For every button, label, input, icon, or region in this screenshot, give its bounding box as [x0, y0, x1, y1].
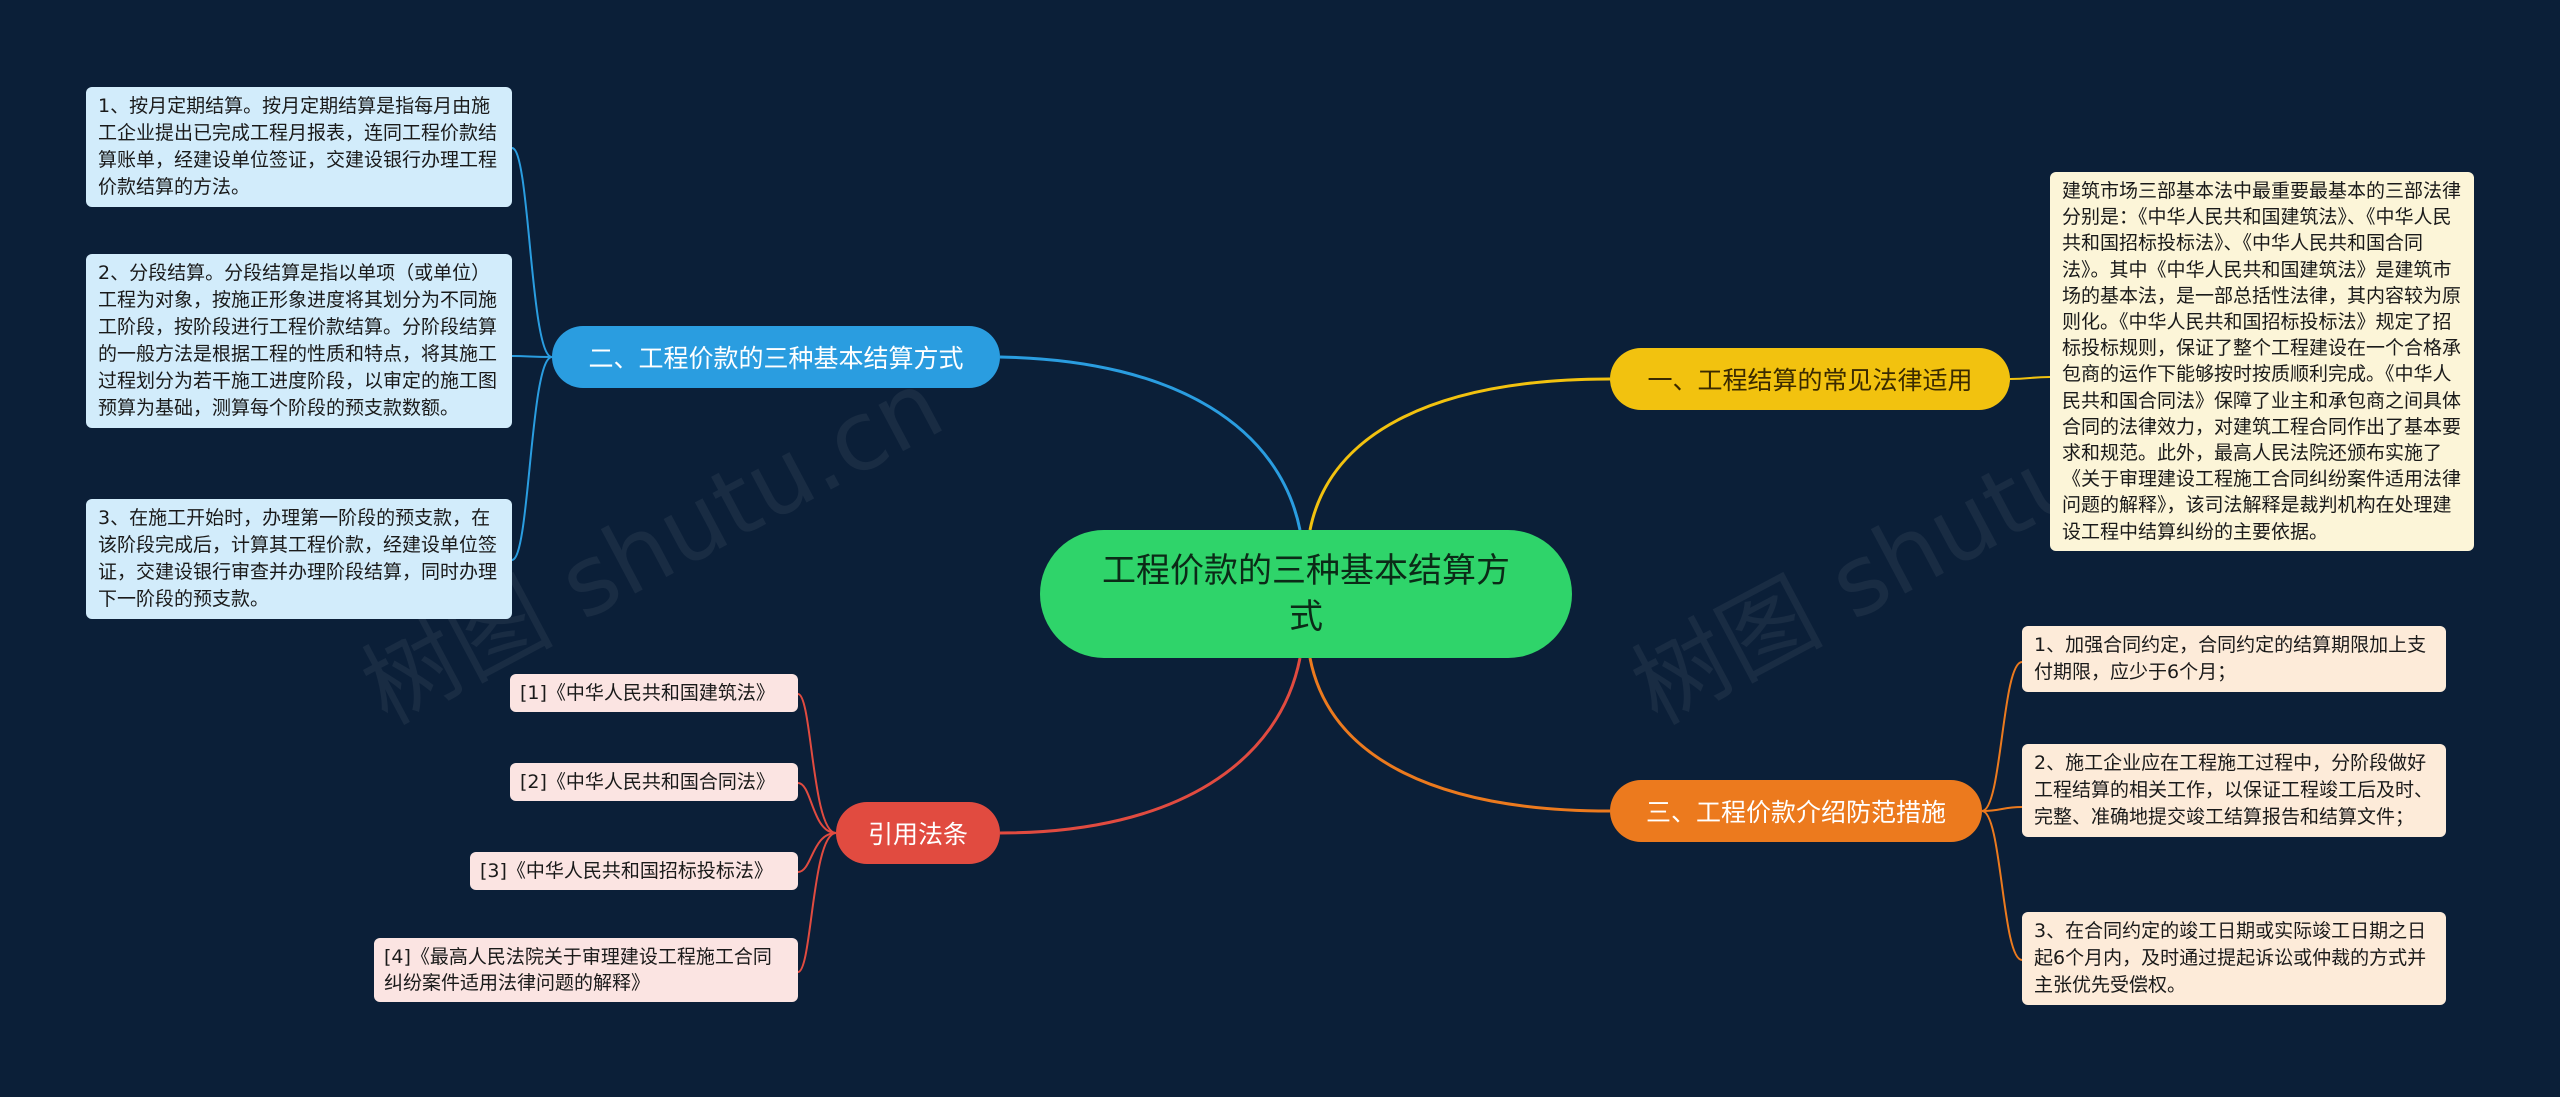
edge-root-citations: [999, 657, 1302, 835]
citation-item-1[interactable]: [1]《中华人民共和国建筑法》: [510, 674, 798, 712]
citation-item-3[interactable]: [3]《中华人民共和国招标投标法》: [470, 852, 798, 890]
edge-methods-3: [511, 356, 553, 561]
edge-citation-2: [797, 782, 837, 834]
citation-item-2[interactable]: [2]《中华人民共和国合同法》: [510, 763, 798, 801]
edge-prevention-3: [1981, 810, 2023, 961]
edge-root-prevention: [1308, 657, 1611, 813]
branch-settlement-methods[interactable]: 二、工程价款的三种基本结算方式: [552, 326, 1000, 388]
prevention-item-3[interactable]: 3、在合同约定的竣工日期或实际竣工日期之日起6个月内，及时通过提起诉讼或仲裁的方…: [2022, 912, 2446, 1005]
method-item-3[interactable]: 3、在施工开始时，办理第一阶段的预支款，在该阶段完成后，计算其工程价款，经建设单…: [86, 499, 512, 619]
citation-item-4[interactable]: [4]《最高人民法院关于审理建设工程施工合同纠纷案件适用法律问题的解释》: [374, 938, 798, 1002]
prevention-item-2[interactable]: 2、施工企业应在工程施工过程中，分阶段做好工程结算的相关工作，以保证工程竣工后及…: [2022, 744, 2446, 837]
method-item-1[interactable]: 1、按月定期结算。按月定期结算是指每月由施工企业提出已完成工程月报表，连同工程价…: [86, 87, 512, 207]
edge-root-laws: [1308, 377, 1611, 531]
edge-citation-3: [797, 832, 837, 873]
edge-root-methods: [999, 355, 1302, 531]
root-node[interactable]: 工程价款的三种基本结算方式: [1040, 530, 1572, 658]
edge-prevention-2: [1981, 806, 2023, 812]
branch-legal-application[interactable]: 一、工程结算的常见法律适用: [1610, 348, 2010, 410]
method-item-2[interactable]: 2、分段结算。分段结算是指以单项（或单位）工程为对象，按施正形象进度将其划分为不…: [86, 254, 512, 428]
edge-laws-1: [2009, 376, 2051, 380]
edge-prevention-1: [1981, 661, 2023, 812]
prevention-item-1[interactable]: 1、加强合同约定，合同约定的结算期限加上支付期限，应少于6个月；: [2022, 626, 2446, 692]
branch-prevention-measures[interactable]: 三、工程价款介绍防范措施: [1610, 780, 1982, 842]
edge-methods-2: [511, 355, 553, 358]
branch-cited-laws[interactable]: 引用法条: [836, 802, 1000, 864]
edge-citation-4: [797, 832, 837, 973]
edge-methods-1: [511, 147, 553, 358]
law-description[interactable]: 建筑市场三部基本法中最重要最基本的三部法律分别是：《中华人民共和国建筑法》、《中…: [2050, 172, 2474, 551]
edge-citation-1: [797, 693, 837, 834]
